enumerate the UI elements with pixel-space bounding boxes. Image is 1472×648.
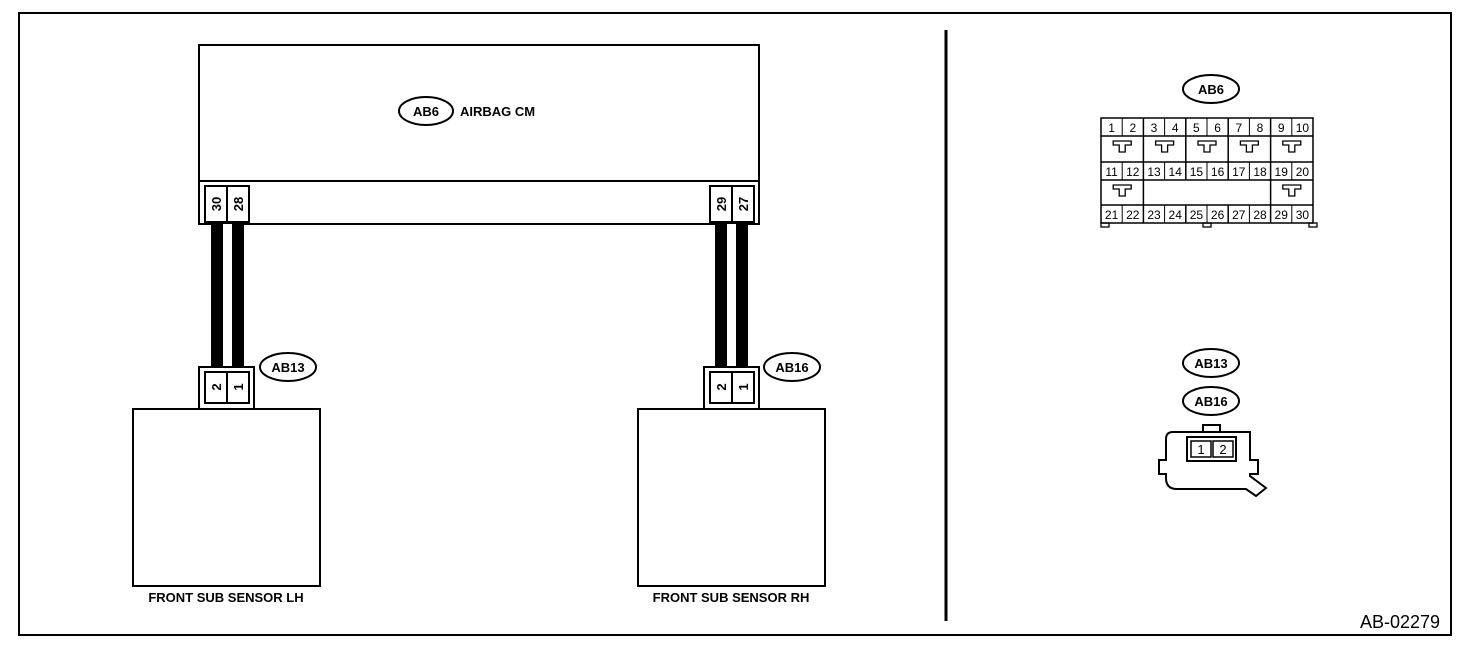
ab6-view-pin-16: 16 bbox=[1211, 165, 1225, 179]
right-sensor-code: AB16 bbox=[775, 360, 808, 375]
left-sensor-pin-1: 1 bbox=[231, 383, 246, 390]
ab13-view-code: AB13 bbox=[1194, 356, 1227, 371]
sensor-connector-latch bbox=[1202, 424, 1221, 433]
ab6-view-pin-8: 8 bbox=[1257, 121, 1264, 135]
figure-id: AB-02279 bbox=[1360, 612, 1440, 632]
module-code-badge bbox=[398, 96, 454, 126]
ab6-latch-symbol bbox=[1282, 184, 1302, 197]
ab6-view-pin-23: 23 bbox=[1147, 208, 1161, 222]
right-sensor-pin-1: 1 bbox=[736, 383, 751, 390]
ab6-latch-symbol bbox=[1282, 140, 1302, 153]
ab6-latch-symbol bbox=[1239, 140, 1260, 153]
ab6-view-pin-19: 19 bbox=[1275, 165, 1289, 179]
ab6-view-pin-28: 28 bbox=[1253, 208, 1267, 222]
ab6-latch-symbol bbox=[1197, 140, 1217, 153]
left-sensor-body bbox=[132, 408, 321, 587]
ab6-view-code-badge bbox=[1182, 74, 1240, 104]
ab6-latch-symbol bbox=[1154, 140, 1175, 153]
airbag-control-module: AB6 AIRBAG CM 30 28 29 27 bbox=[198, 44, 760, 225]
left-sensor-label: FRONT SUB SENSOR LH bbox=[148, 590, 303, 605]
ab6-view-pin-3: 3 bbox=[1151, 121, 1158, 135]
ab6-view-code: AB6 bbox=[1198, 82, 1224, 97]
sensor-connector-housing bbox=[1158, 431, 1268, 498]
ab6-view-pin-25: 25 bbox=[1190, 208, 1204, 222]
ab6-latch-symbol bbox=[1112, 140, 1132, 153]
ab6-view-pin-4: 4 bbox=[1172, 121, 1179, 135]
harness-wires bbox=[211, 224, 748, 368]
module-code: AB6 bbox=[413, 104, 439, 119]
diagram-frame bbox=[18, 12, 1452, 636]
sensor-connector-view: AB13 AB16 1 2 bbox=[1158, 348, 1268, 498]
ab6-view-pin-24: 24 bbox=[1169, 208, 1183, 222]
ab6-view-pin-12: 12 bbox=[1126, 165, 1140, 179]
left-sensor-code: AB13 bbox=[271, 360, 304, 375]
module-pin-30: 30 bbox=[209, 197, 224, 211]
ab6-view-pin-26: 26 bbox=[1211, 208, 1225, 222]
ab6-view-pin-2: 2 bbox=[1129, 121, 1136, 135]
ab6-view-pin-9: 9 bbox=[1278, 121, 1285, 135]
sensor-view-pin-1: 1 bbox=[1197, 442, 1204, 457]
left-sensor: 2 1 AB13 FRONT SUB SENSOR LH bbox=[132, 352, 321, 605]
ab6-view-pin-11: 11 bbox=[1105, 165, 1118, 179]
ab6-view-pin-22: 22 bbox=[1126, 208, 1140, 222]
module-pin-27: 27 bbox=[736, 197, 751, 211]
module-pin-29: 29 bbox=[714, 197, 729, 211]
sensor-view-pin-2: 2 bbox=[1219, 442, 1226, 457]
left-sensor-code-badge bbox=[259, 352, 317, 382]
ab6-view-pin-6: 6 bbox=[1214, 121, 1221, 135]
ab6-view-pin-20: 20 bbox=[1296, 165, 1310, 179]
module-label: AIRBAG CM bbox=[460, 104, 535, 119]
right-sensor-body bbox=[637, 408, 826, 587]
ab6-view-pin-21: 21 bbox=[1105, 208, 1119, 222]
ab6-view-pin-1: 1 bbox=[1108, 121, 1115, 135]
ab13-view-code-badge bbox=[1182, 348, 1240, 378]
ab16-view-code-badge bbox=[1182, 386, 1240, 416]
ab6-view-pin-7: 7 bbox=[1235, 121, 1242, 135]
ab6-view-pin-30: 30 bbox=[1296, 208, 1310, 222]
ab6-view-pin-10: 10 bbox=[1296, 121, 1310, 135]
ab6-view-pin-27: 27 bbox=[1232, 208, 1246, 222]
ab6-latch-symbol bbox=[1112, 184, 1132, 197]
ab6-view-pin-18: 18 bbox=[1253, 165, 1267, 179]
ab6-view-pin-17: 17 bbox=[1232, 165, 1246, 179]
ab6-view-pin-29: 29 bbox=[1275, 208, 1289, 222]
right-sensor-label: FRONT SUB SENSOR RH bbox=[653, 590, 810, 605]
ab16-view-code: AB16 bbox=[1194, 394, 1227, 409]
right-sensor-pin-2: 2 bbox=[714, 383, 729, 390]
right-sensor-code-badge bbox=[763, 352, 821, 382]
right-sensor: 2 1 AB16 FRONT SUB SENSOR RH bbox=[637, 352, 826, 605]
module-pin-28: 28 bbox=[231, 197, 246, 211]
module-connector-strip bbox=[198, 180, 760, 225]
left-sensor-pin-2: 2 bbox=[209, 383, 224, 390]
ab6-view-pin-5: 5 bbox=[1193, 121, 1200, 135]
ab6-view-pin-13: 13 bbox=[1147, 165, 1161, 179]
ab6-view-pin-14: 14 bbox=[1169, 165, 1183, 179]
ab6-view-pin-15: 15 bbox=[1190, 165, 1204, 179]
